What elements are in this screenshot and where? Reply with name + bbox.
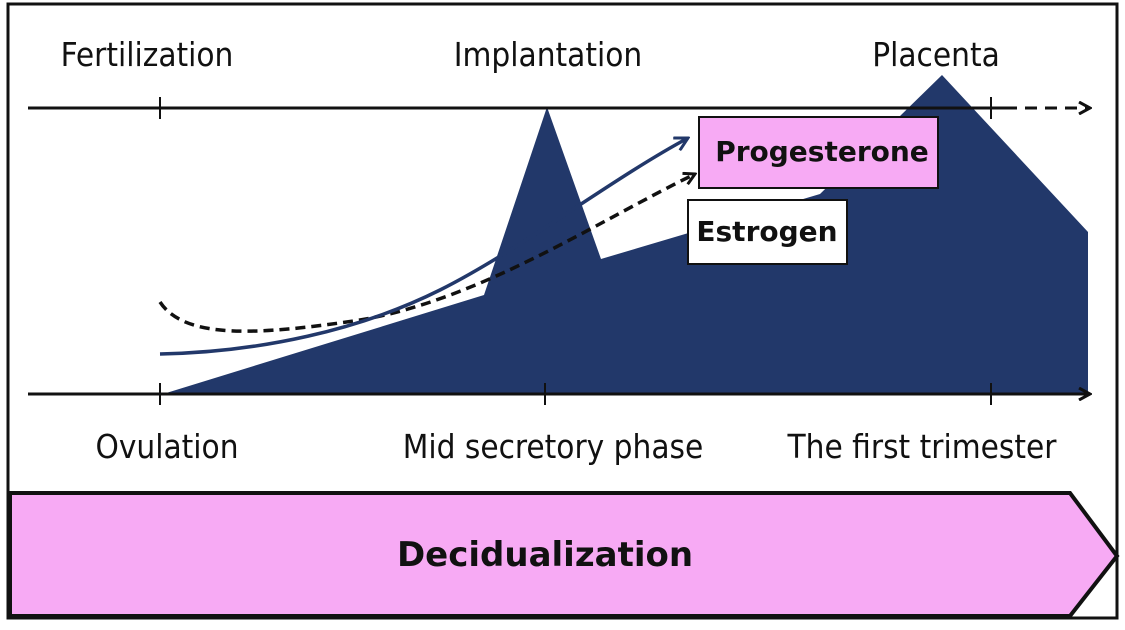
fertilization-label: Fertilization — [61, 35, 234, 74]
progesterone-label: Progesterone — [715, 135, 929, 168]
placenta-label: Placenta — [872, 35, 1000, 74]
implantation-label: Implantation — [454, 35, 642, 74]
decidualization-label: Decidualization — [397, 535, 693, 575]
ovulation-label: Ovulation — [95, 427, 238, 466]
progesterone-curve — [159, 136, 688, 356]
estrogen-curve — [158, 174, 695, 333]
decidualization-area — [163, 75, 1088, 394]
decidualization-banner — [8, 491, 1120, 618]
estrogen-box — [687, 199, 848, 265]
estrogen-label: Estrogen — [696, 215, 837, 248]
first-trimester-label: The first trimester — [787, 427, 1058, 466]
mid-secretory-label: Mid secretory phase — [403, 427, 704, 466]
progesterone-box — [698, 116, 939, 189]
